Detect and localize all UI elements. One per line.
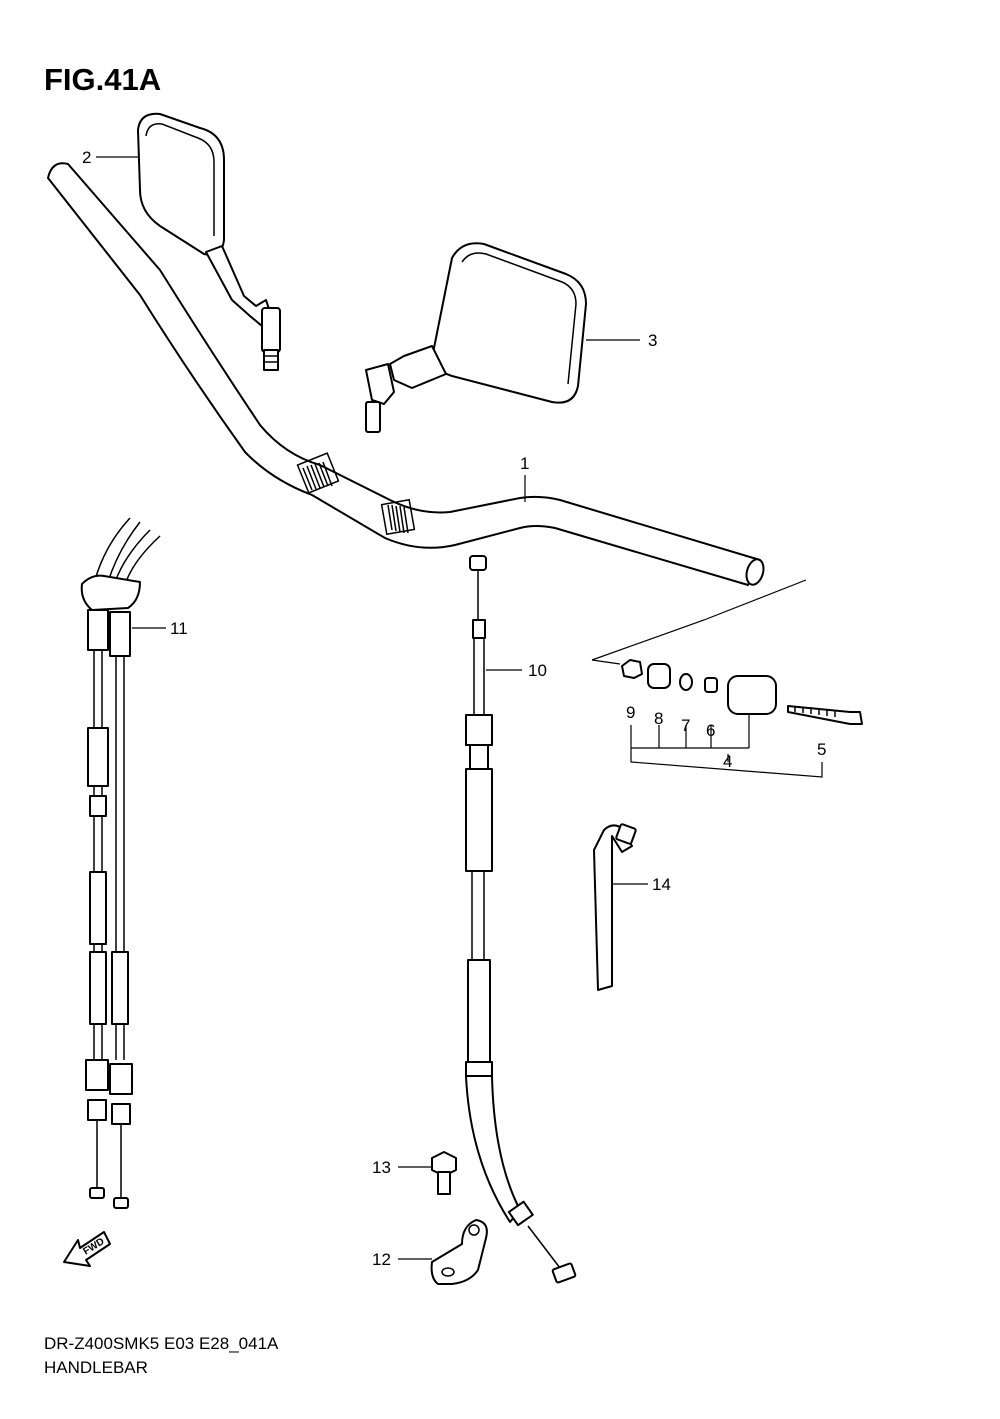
mirror-left[interactable] <box>137 112 281 371</box>
part-4-weight <box>727 675 777 715</box>
section-name: HANDLEBAR <box>44 1358 148 1377</box>
callout-1: 1 <box>520 454 529 473</box>
callout-13: 13 <box>372 1158 391 1177</box>
callout-11: 11 <box>170 619 188 638</box>
handlebar-band-left <box>296 452 340 494</box>
handlebar[interactable] <box>47 162 766 586</box>
bolt[interactable] <box>431 1151 457 1195</box>
forward-arrow-icon: FWD <box>63 1231 111 1267</box>
callout-5: 5 <box>817 740 826 759</box>
figure-title: FIG.41A <box>44 62 162 97</box>
callout-9: 9 <box>626 703 635 722</box>
clutch-cable[interactable] <box>465 555 577 1284</box>
callout-14: 14 <box>652 875 671 894</box>
callout-8: 8 <box>654 709 663 728</box>
part-7-washer <box>679 673 693 691</box>
cable-tie[interactable] <box>593 823 637 991</box>
callout-12: 12 <box>372 1250 391 1269</box>
callout-4: 4 <box>723 752 732 771</box>
throttle-cable-set[interactable] <box>80 517 161 1209</box>
callout-10: 10 <box>528 661 547 680</box>
callout-labels: 2 3 1 10 11 9 8 7 6 5 4 14 13 12 <box>82 148 826 1269</box>
part-5-screw <box>787 705 863 725</box>
callout-6: 6 <box>706 721 715 740</box>
part-6-collar <box>704 677 718 693</box>
handlebar-band-right <box>380 498 416 536</box>
callout-3: 3 <box>648 331 657 350</box>
callout-7: 7 <box>681 716 690 735</box>
mirror-right[interactable] <box>365 242 587 433</box>
part-9-nut <box>621 659 643 679</box>
handlebar-balancer-parts[interactable] <box>591 579 863 725</box>
part-8-weight <box>647 663 671 689</box>
cable-clamp[interactable] <box>430 1219 488 1285</box>
leader-lines <box>96 156 823 1260</box>
callout-2: 2 <box>82 148 91 167</box>
model-code: DR-Z400SMK5 E03 E28_041A <box>44 1334 279 1353</box>
